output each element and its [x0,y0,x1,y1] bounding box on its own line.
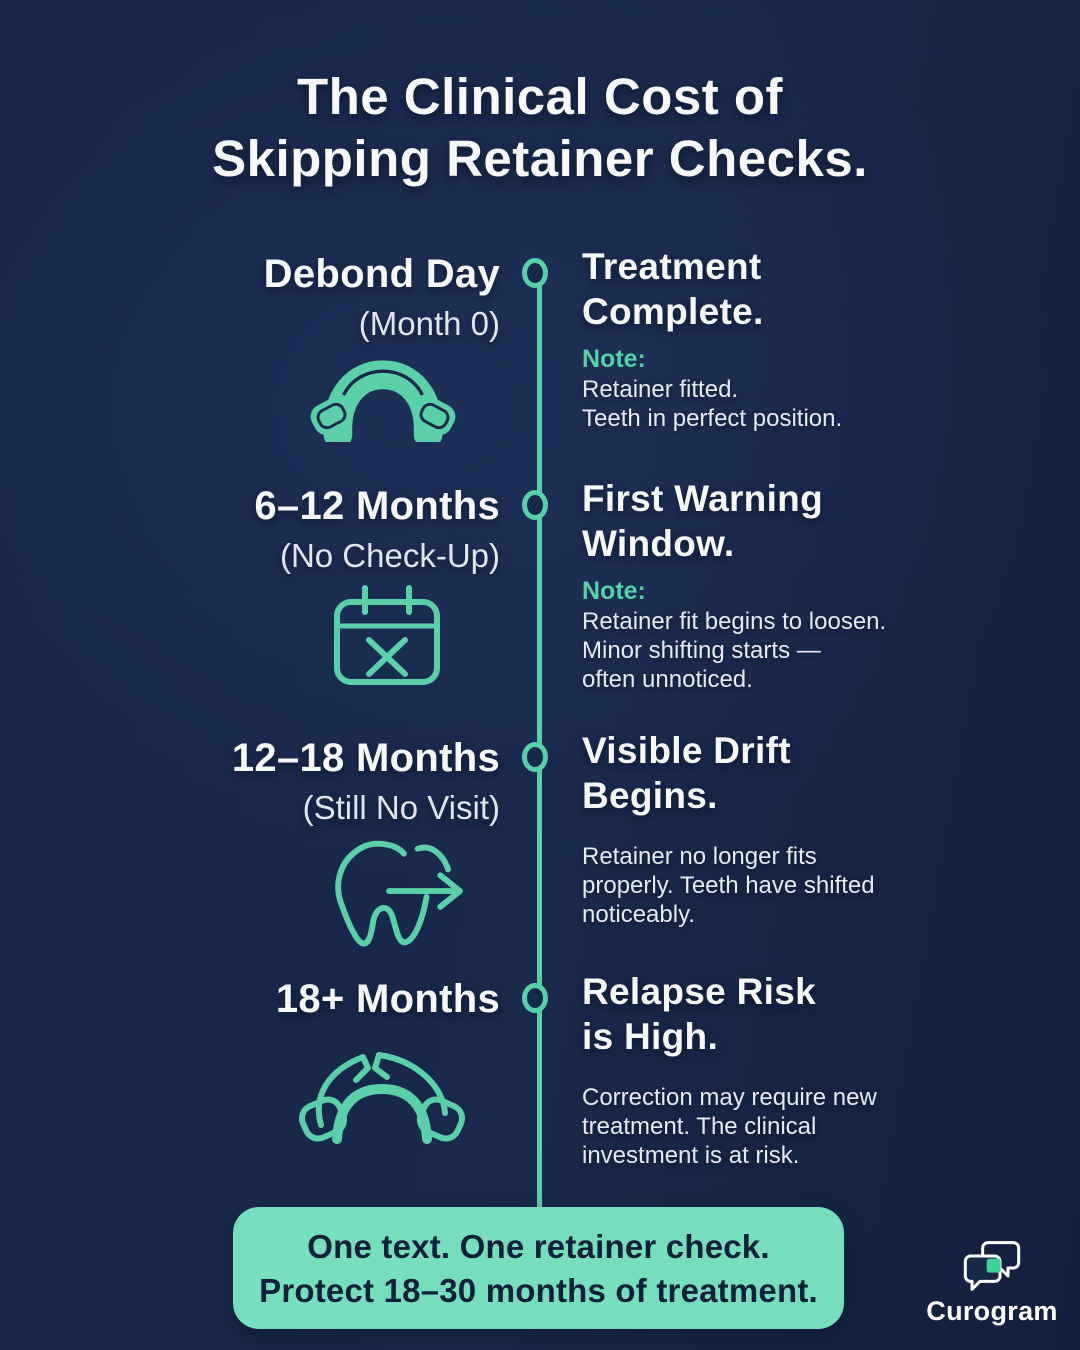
stage-body-line: often unnoticed. [582,666,753,693]
stage-description-block: Relapse Risk is High. Correction may req… [582,969,952,1170]
timeline-node-icon [522,490,548,520]
stage-description-block: First Warning Window. Note: Retainer fit… [582,476,952,694]
stage-description-block: Visible Drift Begins. Retainer no longer… [582,728,952,929]
note-label: Note: [582,577,646,605]
milestone-label: 12–18 Months [231,736,500,780]
milestone-label-block: Debond Day (Month 0) [120,252,500,343]
note-label: Note: [582,345,646,373]
calendar-x-icon [326,582,448,686]
stage-body-line: Correction may require new [582,1084,877,1111]
logo-name: Curogram [926,1296,1058,1326]
stage-heading-line-1: Treatment [582,246,762,287]
stage-heading-line-2: is High. [582,1016,719,1057]
milestone-label: Debond Day [263,252,500,296]
milestone-label-block: 18+ Months [120,977,500,1022]
retainer-icon [310,346,456,442]
stage-description-block: Treatment Complete. Note: Retainer fitte… [582,244,952,433]
milestone-label: 18+ Months [275,977,500,1021]
stage-heading-line-2: Window. [582,523,735,564]
broken-retainer-icon [296,1041,468,1151]
chat-bubbles-icon [926,1240,1058,1292]
timeline-node-icon [522,983,548,1013]
stage-body-line: Retainer fit begins to loosen. [582,608,887,635]
timeline-node-icon [522,742,548,772]
timeline-node-icon [522,258,548,288]
stage-heading: Relapse Risk is High. [582,969,952,1059]
stage-body-line: Retainer no longer fits [582,843,817,870]
milestone-label: 6–12 Months [254,484,500,528]
curogram-logo: Curogram [926,1240,1058,1327]
milestone-label-block: 12–18 Months (Still No Visit) [120,736,500,827]
milestone-sublabel: (Still No Visit) [302,789,500,826]
milestone-sublabel: (Month 0) [358,305,500,342]
stage-body-line: Retainer fitted. [582,376,739,403]
cta-line-2: Protect 18–30 months of treatment. [259,1272,818,1309]
cta-line-1: One text. One retainer check. [307,1228,770,1265]
stage-heading-line-2: Begins. [582,775,718,816]
stage-heading-line-1: Relapse Risk [582,971,816,1012]
stage-heading: First Warning Window. [582,476,952,566]
stage-heading-line-1: Visible Drift [582,730,791,771]
stage-body-line: properly. Teeth have shifted [582,872,875,899]
cta-banner: One text. One retainer check. Protect 18… [233,1207,844,1329]
tooth-shift-icon [312,834,480,952]
milestone-label-block: 6–12 Months (No Check-Up) [120,484,500,575]
stage-heading-line-2: Complete. [582,291,764,332]
stage-note-block: Note: Retainer fit begins to loosen. Min… [582,576,952,694]
title-line-2: Skipping Retainer Checks. [212,130,868,187]
milestone-sublabel: (No Check-Up) [279,537,500,574]
title-line-1: The Clinical Cost of [296,68,784,125]
page-title: The Clinical Cost of Skipping Retainer C… [0,66,1080,190]
stage-body-line: noticeably. [582,901,695,928]
stage-body-line: Minor shifting starts — [582,637,821,664]
stage-heading: Treatment Complete. [582,244,952,334]
stage-heading: Visible Drift Begins. [582,728,952,818]
stage-body-block: Retainer no longer fits properly. Teeth … [582,842,952,929]
stage-note-block: Note: Retainer fitted. Teeth in perfect … [582,344,952,433]
stage-body-line: investment is at risk. [582,1142,800,1169]
stage-heading-line-1: First Warning [582,478,823,519]
stage-body-block: Correction may require new treatment. Th… [582,1083,952,1170]
stage-body-line: Teeth in perfect position. [582,405,843,432]
stage-body-line: treatment. The clinical [582,1113,817,1140]
